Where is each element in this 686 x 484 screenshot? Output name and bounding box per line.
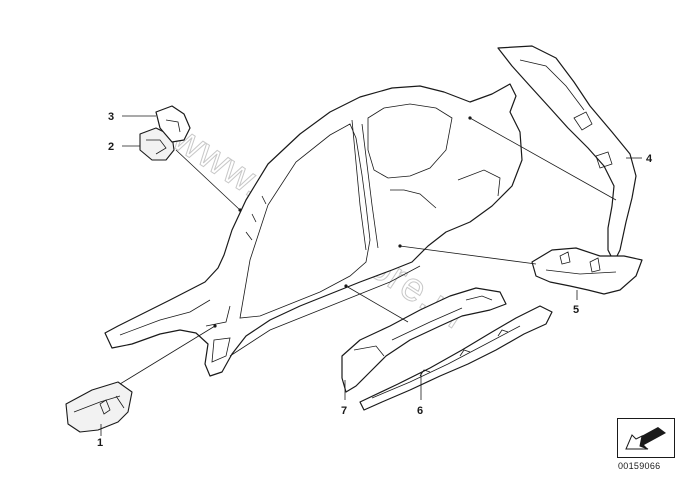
callout-label: 5 [573, 304, 579, 316]
callout-3: 3 [108, 111, 156, 123]
part-7-inner-rail [341, 287, 507, 393]
diagram-nav-button[interactable] [617, 418, 675, 458]
leader-lines [119, 116, 617, 385]
callout-label: 2 [108, 141, 114, 153]
callout-label: 7 [341, 405, 347, 417]
side-frame [104, 83, 523, 377]
part-5-end-piece [531, 247, 643, 295]
callout-5: 5 [573, 290, 579, 316]
part-1-bracket [65, 381, 133, 433]
callout-2: 2 [108, 141, 140, 153]
arrow-down-left-icon [625, 427, 666, 450]
callout-6: 6 [417, 372, 423, 417]
callout-4: 4 [626, 153, 653, 165]
callout-7: 7 [341, 380, 347, 417]
callout-label: 1 [97, 437, 103, 449]
part-6-lower-rail [359, 305, 553, 411]
callout-label: 4 [646, 153, 653, 165]
diagram-id: 00159066 [618, 461, 661, 471]
callout-label: 3 [108, 111, 114, 123]
part-2-block [139, 127, 175, 161]
callout-1: 1 [97, 424, 103, 449]
callout-label: 6 [417, 405, 423, 417]
part-3-cap [155, 105, 191, 143]
